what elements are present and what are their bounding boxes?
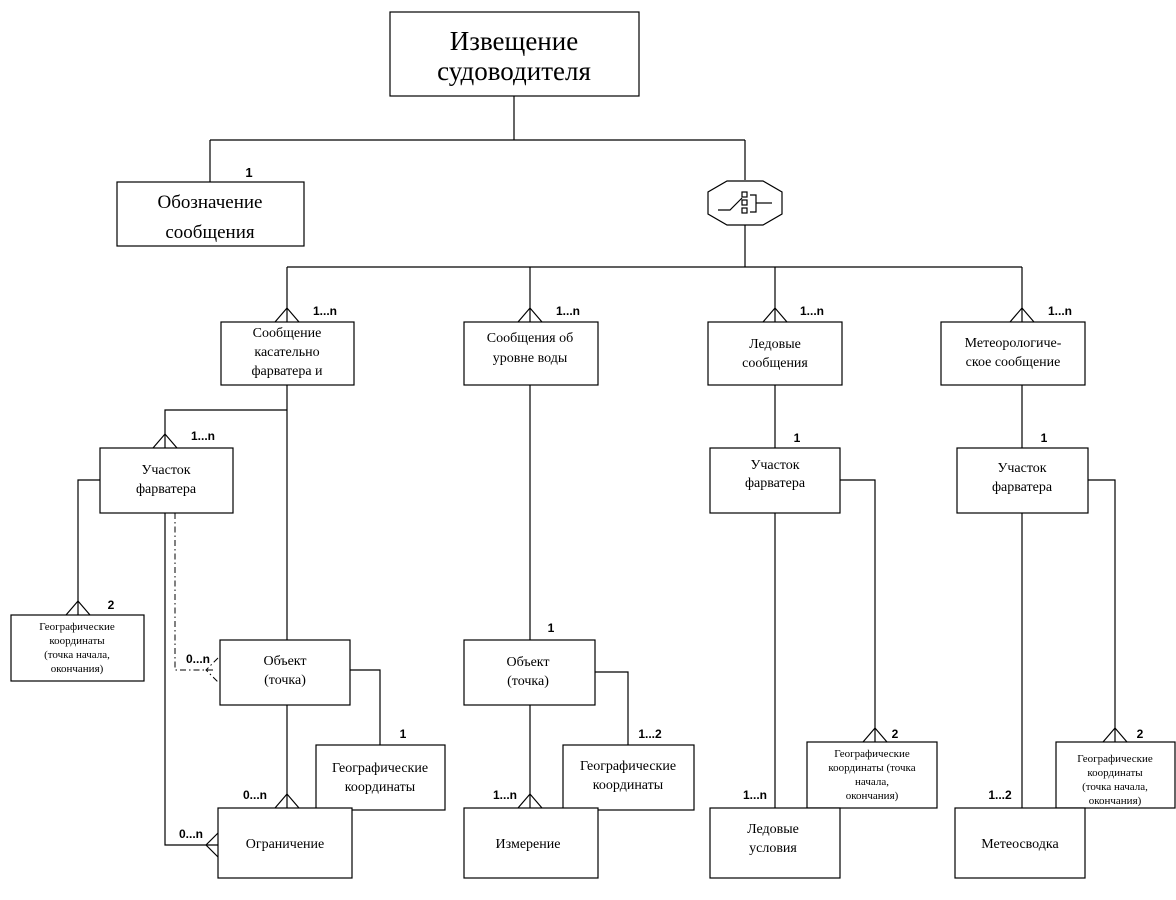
col1-object-cardinality: 0...n xyxy=(186,652,210,666)
category-weather-box: Метеорологиче- ское сообщение xyxy=(940,321,1086,386)
col3-ice-box: Ледовые условия xyxy=(709,807,841,879)
category-ice-cardinality: 1...n xyxy=(800,304,824,318)
col1-geo-coords-line-4: окончания) xyxy=(51,663,104,675)
category-fairway-line-3: фарватера и xyxy=(251,364,323,379)
col3-coords-line-1: Географические xyxy=(834,748,910,760)
col3-coords-line-3: начала, xyxy=(855,776,889,788)
col4-weather-label: Метеосводка xyxy=(981,837,1059,852)
col4-weather-box: Метеосводка xyxy=(954,807,1086,879)
category-water-level-line-2: уровне воды xyxy=(493,351,568,366)
col3-coords-line-2: координаты (точка xyxy=(828,762,915,774)
category-ice-line-2: сообщения xyxy=(742,356,808,371)
category-ice-box: Ледовые сообщения xyxy=(707,321,843,386)
col1-restriction-label: Ограничение xyxy=(246,837,325,852)
category-ice-line-1: Ледовые xyxy=(749,337,801,352)
col2-object-cardinality: 1 xyxy=(548,621,555,635)
col4-coords-cardinality: 2 xyxy=(1137,727,1144,741)
category-weather-line-2: ское сообщение xyxy=(966,355,1061,370)
col4-coords-line-1: Географические xyxy=(1077,753,1153,765)
category-weather-line-1: Метеорологиче- xyxy=(965,336,1062,351)
col1-restriction-cardinality-top: 0...n xyxy=(243,788,267,802)
col4-coords-line-4: окончания) xyxy=(1089,795,1142,807)
category-fairway-box: Сообщение касательно фарватера и xyxy=(220,321,355,386)
category-water-level-cardinality: 1...n xyxy=(556,304,580,318)
col2-measurement-cardinality: 1...n xyxy=(493,788,517,802)
col4-coords-line-2: координаты xyxy=(1087,767,1143,779)
col4-segment-line-1: Участок xyxy=(997,461,1046,476)
designation-line-1: Обозначение xyxy=(158,192,263,213)
col1-restriction-box: Ограничение xyxy=(217,807,353,879)
connector-lines xyxy=(77,96,1116,846)
col1-geo-coords-line-2: координаты xyxy=(49,635,105,647)
col3-segment-box: Участок фарватера xyxy=(709,447,841,514)
col1-object-coords-line-1: Географические xyxy=(332,761,428,776)
col1-object-line-1: Объект xyxy=(263,654,306,669)
col1-geo-coords-line-1: Географические xyxy=(39,621,115,633)
col2-measurement-box: Измерение xyxy=(463,807,599,879)
col2-object-line-2: (точка) xyxy=(507,674,549,689)
col3-segment-cardinality: 1 xyxy=(794,431,801,445)
col1-geo-coords-box: Географические координаты (точка начала,… xyxy=(10,614,145,682)
col4-coords-line-3: (точка начала, xyxy=(1082,781,1148,793)
col1-restriction-cardinality-left: 0...n xyxy=(179,827,203,841)
col1-object-line-2: (точка) xyxy=(264,673,306,688)
col3-ice-line-1: Ледовые xyxy=(747,822,799,837)
col4-segment-line-2: фарватера xyxy=(992,480,1053,495)
col3-ice-line-2: условия xyxy=(749,841,797,856)
col2-coords-box: Географические координаты xyxy=(562,744,695,811)
col3-coords-line-4: окончания) xyxy=(846,790,899,802)
category-water-level-line-1: Сообщения об xyxy=(487,331,574,346)
col4-segment-cardinality: 1 xyxy=(1041,431,1048,445)
designation-entity-box: Обозначение сообщения xyxy=(116,181,305,247)
col1-segment-line-1: Участок xyxy=(141,463,190,478)
col1-segment-box: Участок фарватера xyxy=(99,447,234,514)
root-line-2: судоводителя xyxy=(437,56,591,86)
category-fairway-line-1: Сообщение xyxy=(253,326,322,341)
col1-geo-coords-line-3: (точка начала, xyxy=(44,649,110,661)
col1-object-coords-cardinality: 1 xyxy=(400,727,407,741)
col3-coords-box: Географические координаты (точка начала,… xyxy=(806,741,938,809)
col1-object-coords-box: Географические координаты xyxy=(315,744,446,811)
col1-object-box: Объект (точка) xyxy=(219,639,351,706)
col3-ice-cardinality: 1...n xyxy=(743,788,767,802)
category-weather-cardinality: 1...n xyxy=(1048,304,1072,318)
col3-segment-line-2: фарватера xyxy=(745,476,806,491)
col1-object-coords-line-2: координаты xyxy=(345,780,416,795)
col4-coords-box: Географические координаты (точка начала,… xyxy=(1055,741,1176,809)
category-fairway-cardinality: 1...n xyxy=(313,304,337,318)
designation-line-2: сообщения xyxy=(165,222,254,243)
root-line-1: Извещение xyxy=(450,26,578,56)
col2-object-line-1: Объект xyxy=(506,655,549,670)
col2-measurement-label: Измерение xyxy=(496,837,561,852)
col1-segment-line-2: фарватера xyxy=(136,482,197,497)
col2-coords-line-2: координаты xyxy=(593,778,664,793)
category-water-level-box: Сообщения об уровне воды xyxy=(463,321,599,386)
crows-foot-markers xyxy=(65,307,1128,858)
col1-segment-cardinality: 1...n xyxy=(191,429,215,443)
col3-segment-line-1: Участок xyxy=(750,458,799,473)
switch-icon xyxy=(707,180,783,226)
col3-coords-cardinality: 2 xyxy=(892,727,899,741)
col4-weather-cardinality: 1...2 xyxy=(988,788,1012,802)
category-fairway-line-2: касательно xyxy=(254,345,319,360)
col1-geo-coords-cardinality: 2 xyxy=(108,598,115,612)
col2-coords-line-1: Географические xyxy=(580,759,676,774)
col2-object-box: Объект (точка) xyxy=(463,639,596,706)
root-entity-box: Извещение судоводителя xyxy=(389,11,640,97)
col2-coords-cardinality: 1...2 xyxy=(638,727,662,741)
col4-segment-box: Участок фарватера xyxy=(956,447,1089,514)
designation-cardinality: 1 xyxy=(245,165,252,180)
